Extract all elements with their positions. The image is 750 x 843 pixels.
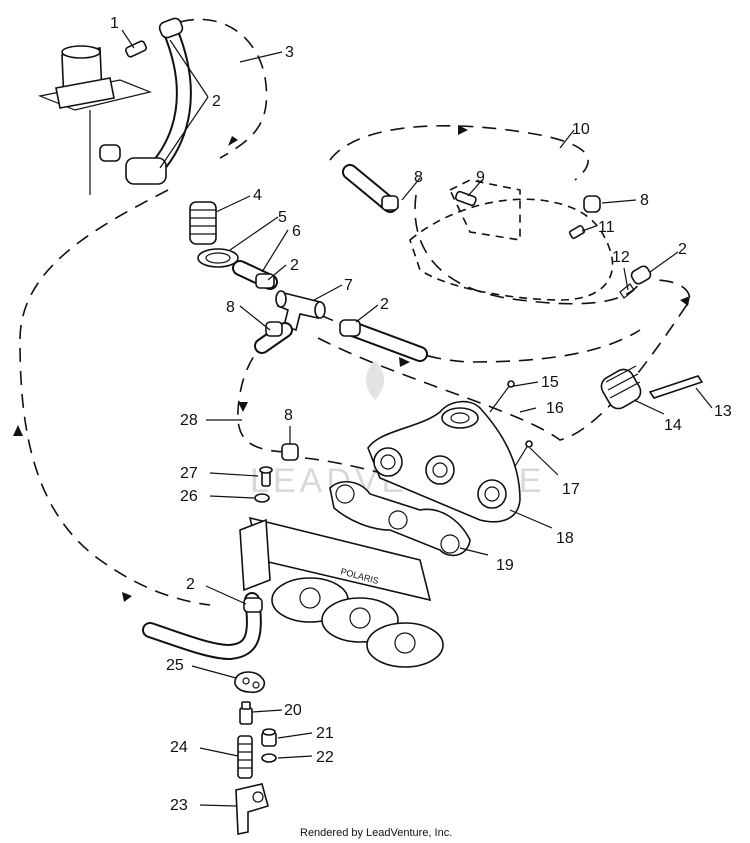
tee-fitting-7 bbox=[275, 290, 326, 332]
pin-13 bbox=[648, 375, 704, 399]
housing-23 bbox=[235, 783, 269, 835]
callout-12: 12 bbox=[612, 249, 630, 266]
callout-25: 25 bbox=[166, 657, 184, 674]
callout-26: 26 bbox=[180, 488, 198, 505]
gasket-25 bbox=[234, 671, 266, 694]
callout-17: 17 bbox=[562, 481, 580, 498]
washer-26 bbox=[254, 493, 270, 503]
callout-15: 15 bbox=[541, 374, 559, 391]
callout-20: 20 bbox=[284, 702, 302, 719]
ghost-manifold bbox=[409, 179, 614, 301]
flow-arrows bbox=[13, 125, 690, 602]
callout-13: 13 bbox=[714, 403, 732, 420]
callout-21: 21 bbox=[316, 725, 334, 742]
credit-text: Rendered by LeadVenture, Inc. bbox=[300, 827, 452, 839]
callout-2: 2 bbox=[186, 576, 195, 593]
fitting-21 bbox=[261, 728, 277, 747]
callout-2: 2 bbox=[290, 257, 299, 274]
callout-1: 1 bbox=[110, 15, 119, 32]
spring-14 bbox=[600, 365, 642, 410]
callout-5: 5 bbox=[278, 209, 287, 226]
gasket-19 bbox=[329, 481, 471, 557]
spring-4 bbox=[189, 201, 217, 245]
callout-8: 8 bbox=[226, 299, 235, 316]
lower-hose bbox=[142, 592, 263, 661]
callout-2: 2 bbox=[678, 241, 687, 258]
exhaust-manifold-18 bbox=[367, 400, 521, 523]
leader-lines bbox=[121, 29, 713, 807]
thermostat-housing bbox=[37, 45, 152, 195]
callout-10: 10 bbox=[572, 121, 590, 138]
washer-22 bbox=[261, 753, 277, 763]
callout-9: 9 bbox=[476, 169, 485, 186]
bolt-17 bbox=[513, 440, 533, 469]
spring-24 bbox=[237, 735, 253, 779]
callout-6: 6 bbox=[292, 223, 301, 240]
callout-18: 18 bbox=[556, 530, 574, 547]
callout-2: 2 bbox=[380, 296, 389, 313]
callout-8: 8 bbox=[284, 407, 293, 424]
callout-4: 4 bbox=[253, 187, 262, 204]
callout-labels: 1 2 3 4 5 6 2 7 8 2 8 9 10 8 11 2 12 15 … bbox=[110, 15, 732, 814]
callout-24: 24 bbox=[170, 739, 188, 756]
callout-2: 2 bbox=[212, 93, 221, 110]
clamp-5 bbox=[197, 248, 239, 268]
hose-2-mid bbox=[339, 319, 428, 362]
screw-27 bbox=[259, 466, 273, 487]
callout-16: 16 bbox=[546, 400, 564, 417]
callout-8: 8 bbox=[640, 192, 649, 209]
hose-6 bbox=[232, 260, 278, 290]
callout-11: 11 bbox=[598, 219, 615, 236]
cylinder-head: POLARIS bbox=[239, 516, 444, 668]
bolt-15 bbox=[489, 380, 515, 413]
callout-22: 22 bbox=[316, 749, 334, 766]
callout-19: 19 bbox=[496, 557, 514, 574]
callout-7: 7 bbox=[344, 277, 353, 294]
callout-27: 27 bbox=[180, 465, 198, 482]
valve-20 bbox=[239, 701, 253, 725]
callout-14: 14 bbox=[664, 417, 682, 434]
callout-8: 8 bbox=[414, 169, 423, 186]
callout-23: 23 bbox=[170, 797, 188, 814]
callout-3: 3 bbox=[285, 44, 294, 61]
upper-fittings bbox=[342, 164, 652, 299]
fitting-8-lower bbox=[281, 443, 299, 461]
callout-28: 28 bbox=[180, 412, 198, 429]
hose-8-left bbox=[254, 321, 293, 354]
